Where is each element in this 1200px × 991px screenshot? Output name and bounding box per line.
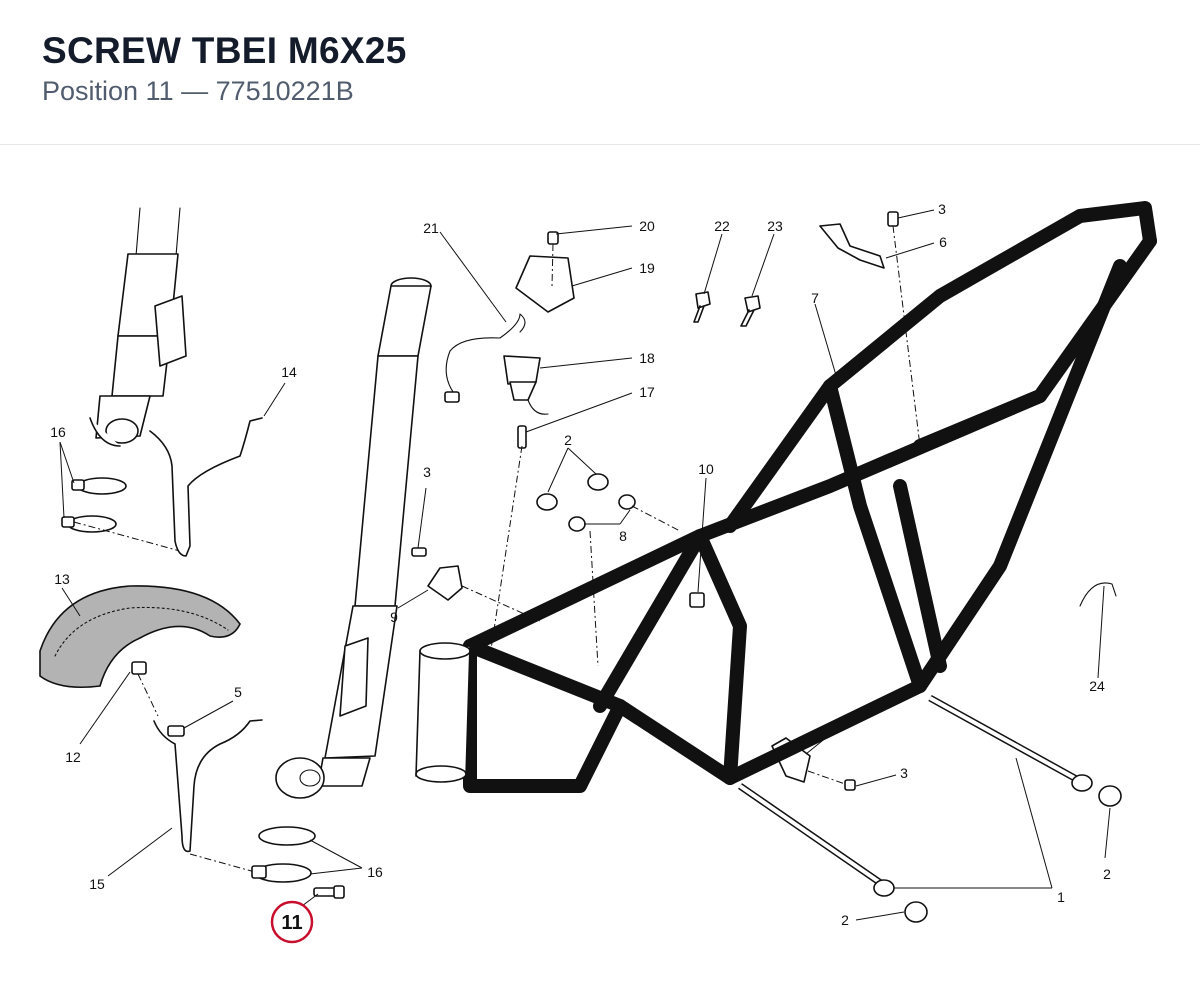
- callout-19[interactable]: 19: [639, 260, 655, 276]
- left-ring-lower: [67, 515, 117, 533]
- wire-21: [445, 313, 526, 397]
- callout-3-mid[interactable]: 3: [423, 464, 431, 480]
- callout-1[interactable]: 1: [1057, 889, 1065, 905]
- callout-16-left[interactable]: 16: [50, 424, 66, 440]
- callout-16-right[interactable]: 16: [367, 864, 383, 880]
- callout-22[interactable]: 22: [714, 218, 730, 234]
- bracket-9: [427, 565, 463, 601]
- callout-labels: 21 20 19 18 17 22 23 3 6 7 14 16 2 8 3 1…: [50, 201, 1111, 928]
- clip-12: [131, 661, 147, 675]
- clip-24: [1079, 582, 1117, 607]
- rubber-block-b: [587, 473, 609, 491]
- left-bolt-lower: [61, 516, 75, 528]
- exploded-parts-diagram: 21 20 19 18 17 22 23 3 6 7 14 16 2 8 3 1…: [39, 201, 1157, 944]
- callout-24[interactable]: 24: [1089, 678, 1105, 694]
- left-bolt-upper: [71, 479, 85, 491]
- callout-10[interactable]: 10: [698, 461, 714, 477]
- right-fork-leg: [275, 277, 432, 799]
- callout-17[interactable]: 17: [639, 384, 655, 400]
- right-bolt-lower: [251, 865, 267, 879]
- rubber-block-c: [568, 516, 586, 532]
- callout-12[interactable]: 12: [65, 749, 81, 765]
- callout-9[interactable]: 9: [390, 609, 398, 625]
- callout-11-label: 11: [281, 912, 302, 934]
- callout-14[interactable]: 14: [281, 364, 297, 380]
- sensor-18: [503, 355, 541, 385]
- page-header: SCREW TBEI M6X25 Position 11 — 77510221B: [0, 0, 1200, 145]
- rubber-block-a: [536, 493, 558, 511]
- brake-line-upper: [149, 417, 263, 557]
- callout-2-right[interactable]: 2: [1103, 866, 1111, 882]
- bracket-19: [515, 255, 575, 313]
- callout-13[interactable]: 13: [54, 571, 70, 587]
- callout-4[interactable]: 4: [836, 714, 844, 730]
- callout-18[interactable]: 18: [639, 350, 655, 366]
- callout-8[interactable]: 8: [619, 528, 627, 544]
- clip-10: [689, 592, 705, 608]
- left-ring-upper: [77, 477, 127, 495]
- leader-lines: [59, 209, 1111, 921]
- bolt-17: [517, 425, 527, 449]
- callout-15[interactable]: 15: [89, 876, 105, 892]
- callout-20[interactable]: 20: [639, 218, 655, 234]
- part-subtitle: Position 11 — 77510221B: [42, 76, 354, 106]
- callout-7[interactable]: 7: [811, 290, 819, 306]
- callout-3-bottom[interactable]: 3: [900, 765, 908, 781]
- key-23: [740, 295, 761, 327]
- left-fork-leg: [89, 207, 187, 447]
- callout-23[interactable]: 23: [767, 218, 783, 234]
- callout-3-top[interactable]: 3: [938, 201, 946, 217]
- callout-11-highlighted[interactable]: 11: [270, 893, 319, 944]
- screw-5: [167, 725, 185, 737]
- callout-2-bottom[interactable]: 2: [841, 912, 849, 928]
- key-22: [693, 291, 711, 323]
- screw-11-highlight: [313, 885, 345, 899]
- brake-line-lower: [153, 719, 263, 853]
- callout-21[interactable]: 21: [423, 220, 439, 236]
- callout-5[interactable]: 5: [234, 684, 242, 700]
- bracket-6: [819, 223, 885, 269]
- right-ring-upper: [258, 826, 316, 846]
- diagram-artwork: [39, 201, 1157, 923]
- highlight-ring: [270, 900, 314, 944]
- spindle-rods: [738, 694, 1122, 923]
- rubber-block-d: [618, 494, 636, 510]
- callout-6[interactable]: 6: [939, 234, 947, 250]
- part-title: SCREW TBEI M6X25: [42, 30, 407, 71]
- callout-2-blocks[interactable]: 2: [564, 432, 572, 448]
- mudguard: [39, 585, 241, 689]
- frame-7: [415, 201, 1157, 793]
